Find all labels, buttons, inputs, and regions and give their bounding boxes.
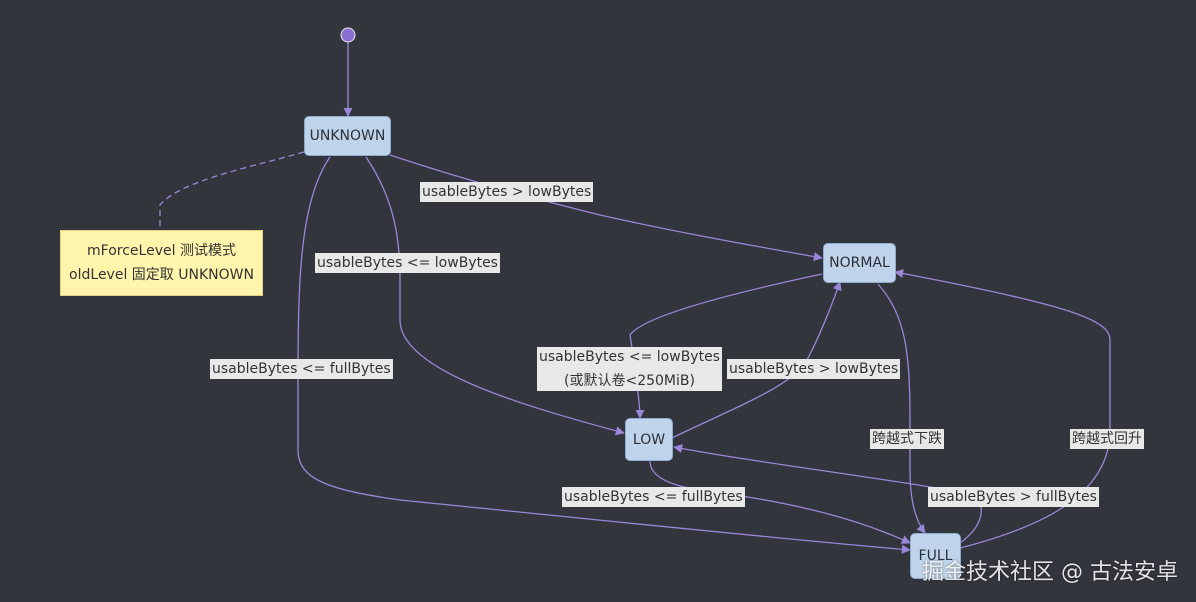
label-normal-to-low-line1: usableBytes <= lowBytes [539, 349, 720, 365]
state-unknown: UNKNOWN [304, 116, 391, 156]
start-node [340, 27, 356, 43]
label-full-to-low: usableBytes > fullBytes [928, 487, 1099, 507]
watermark: 掘金技术社区 @ 古法安卓 [922, 560, 1178, 585]
edge-unknown-to-low [365, 156, 625, 436]
note-force-level: mForceLevel 测试模式 oldLevel 固定取 UNKNOWN [60, 230, 263, 296]
label-normal-to-low-line2: (或默认卷<250MiB) [564, 373, 695, 389]
label-unknown-to-full: usableBytes <= fullBytes [210, 359, 393, 379]
label-low-to-normal: usableBytes > lowBytes [727, 359, 901, 379]
label-full-to-normal: 跨越式回升 [1070, 429, 1144, 449]
label-normal-to-low: usableBytes <= lowBytes (或默认卷<250MiB) [537, 347, 722, 391]
edge-full-to-low [673, 444, 982, 544]
edge-unknown-to-normal [389, 154, 823, 262]
edge-full-to-normal [894, 269, 1111, 549]
label-unknown-to-normal: usableBytes > lowBytes [420, 182, 594, 202]
edge-normal-to-full [877, 283, 926, 534]
note-line-1: mForceLevel 测试模式 [87, 243, 236, 259]
state-normal: NORMAL [823, 243, 896, 283]
label-normal-to-full: 跨越式下跌 [870, 429, 944, 449]
state-full: FULL [910, 533, 961, 579]
label-low-to-full: usableBytes <= fullBytes [562, 487, 745, 507]
edge-unknown-to-full [297, 156, 911, 554]
state-low: LOW [625, 418, 673, 461]
edge-note-link [159, 151, 305, 230]
label-unknown-to-low: usableBytes <= lowBytes [315, 253, 500, 273]
edge-normal-to-low [629, 273, 823, 419]
note-line-2: oldLevel 固定取 UNKNOWN [69, 267, 254, 283]
